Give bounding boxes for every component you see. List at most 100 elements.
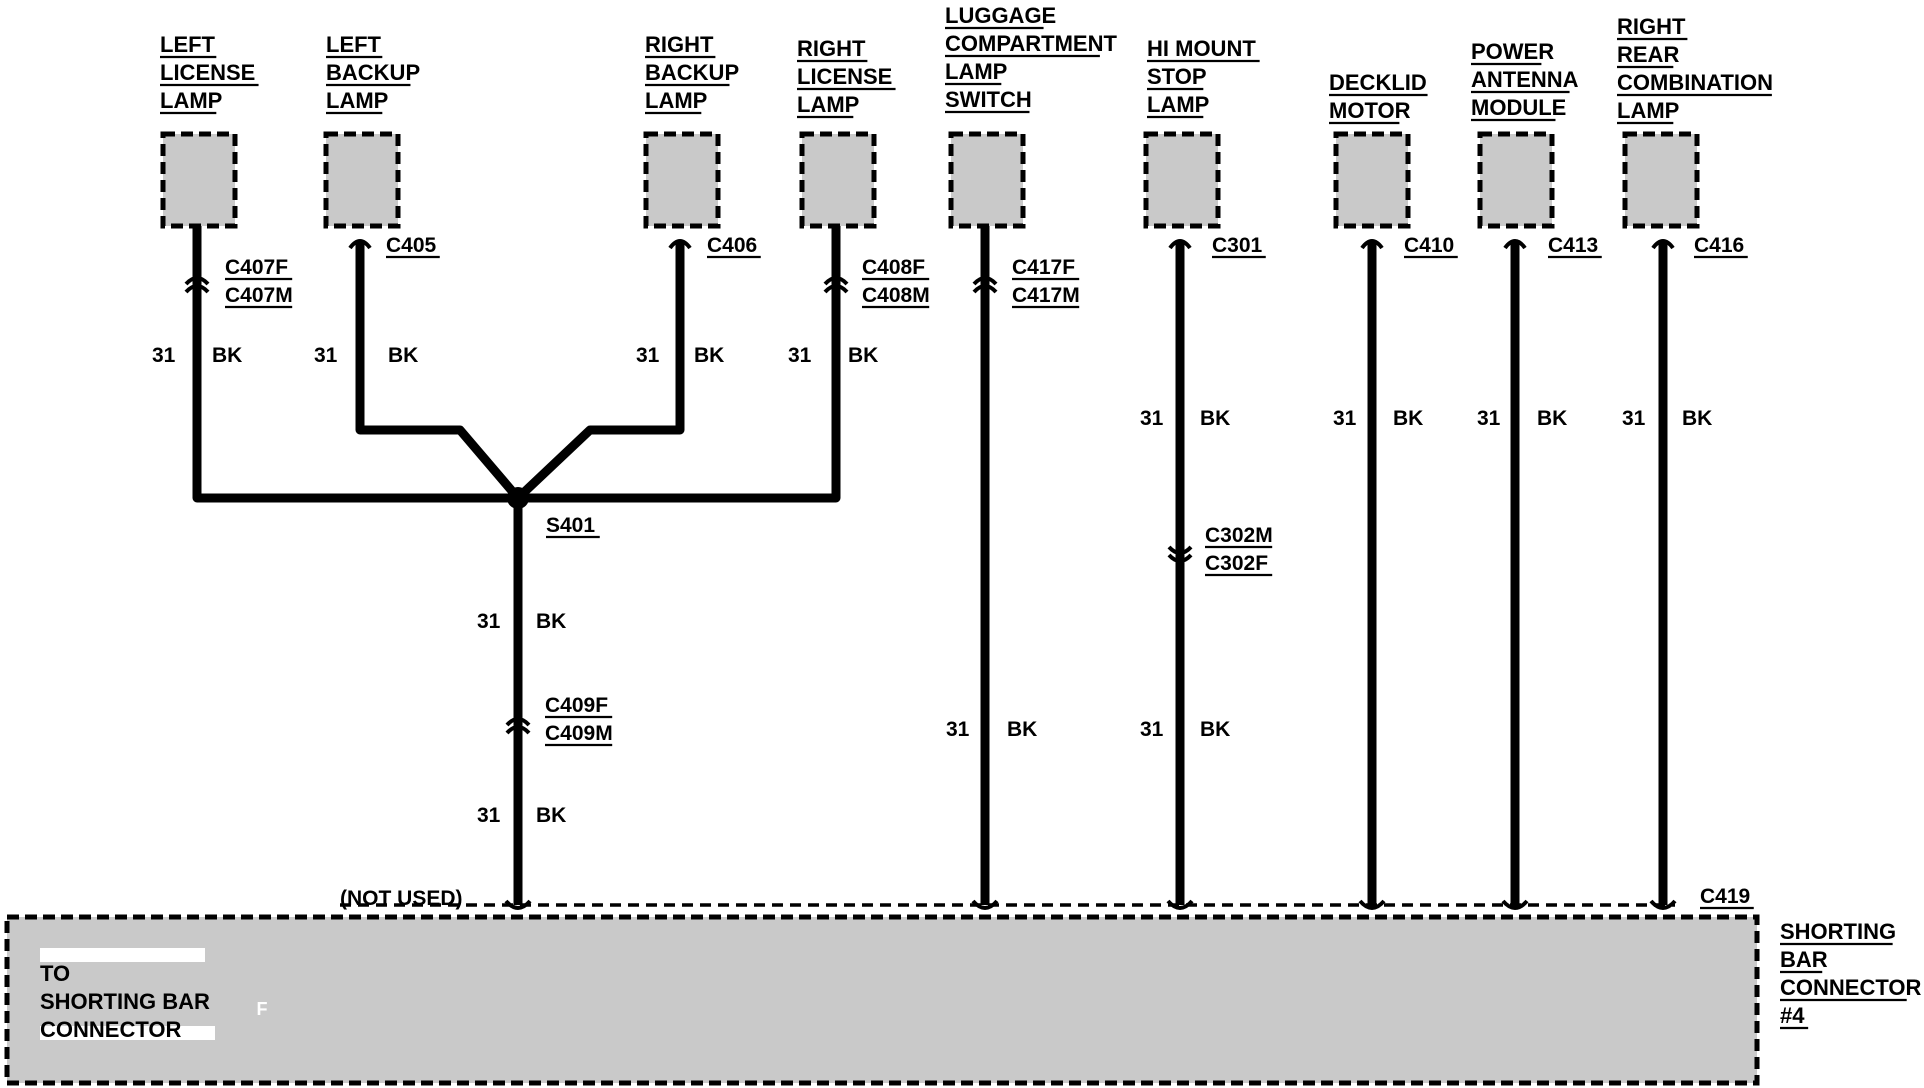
luggage-compartment-lamp-switch-connector-label: C417F bbox=[1012, 256, 1075, 279]
c419-label: C419 bbox=[1700, 885, 1750, 908]
power-antenna-module-label: MODULE bbox=[1471, 95, 1566, 120]
shorting-bar-label: BAR bbox=[1780, 947, 1828, 972]
right-rear-combination-lamp-connector-label: C416 bbox=[1694, 234, 1744, 257]
component-boxes bbox=[4, 131, 1760, 1086]
splice-label: S401 bbox=[546, 514, 595, 537]
hi-mount-stop-lamp-color-label: BK bbox=[1200, 407, 1230, 430]
hi-mount-inline-connector-label: C302M bbox=[1205, 524, 1273, 547]
luggage-compartment-lamp-switch-label: COMPARTMENT bbox=[945, 31, 1117, 56]
hi-mount-stop-lamp-box bbox=[1143, 131, 1221, 229]
shorting-bar-box bbox=[4, 914, 1760, 1086]
shorting-bar-label: SHORTING bbox=[1780, 919, 1896, 944]
left-license-lamp-wire bbox=[192, 226, 518, 503]
right-backup-lamp-wire bbox=[514, 240, 685, 502]
right-license-lamp-box bbox=[799, 131, 877, 229]
bus-join bbox=[1649, 899, 1677, 910]
right-rear-combination-lamp-label: LAMP bbox=[1617, 98, 1679, 123]
hi-mount-stop-lamp-label: HI MOUNT bbox=[1147, 36, 1256, 61]
right-rear-combination-lamp-circuit-label: 31 bbox=[1622, 407, 1646, 430]
hi-mount-stop-lamp-label: LAMP bbox=[1147, 92, 1209, 117]
left-backup-lamp-box bbox=[323, 131, 401, 229]
luggage-compartment-lamp-switch-label: SWITCH bbox=[945, 87, 1032, 112]
trunk-color-label: BK bbox=[536, 804, 566, 827]
decklid-motor-label: DECKLID bbox=[1329, 70, 1427, 95]
right-rear-combination-lamp-label: REAR bbox=[1617, 42, 1679, 67]
right-license-lamp-label: LAMP bbox=[797, 92, 859, 117]
power-antenna-module-box bbox=[1477, 131, 1555, 229]
decklid-motor-label: MOTOR bbox=[1329, 98, 1411, 123]
right-backup-lamp-color-label: BK bbox=[694, 344, 724, 367]
right-backup-lamp-label: RIGHT bbox=[645, 32, 714, 57]
right-rear-combination-lamp-box bbox=[1622, 131, 1700, 229]
bus-join bbox=[1166, 899, 1194, 910]
power-antenna-module-connector-label: C413 bbox=[1548, 234, 1598, 257]
left-backup-lamp-label: LAMP bbox=[326, 88, 388, 113]
power-antenna-module-circuit-label: 31 bbox=[1477, 407, 1501, 430]
decklid-motor-color-label: BK bbox=[1393, 407, 1423, 430]
bus-join bbox=[1501, 899, 1529, 910]
decklid-motor-connector-label: C410 bbox=[1404, 234, 1454, 257]
hi-mount-stop-lamp-circuit-label: 31 bbox=[1140, 407, 1164, 430]
right-backup-lamp-connector-label: C406 bbox=[707, 234, 757, 257]
trunk-connector-label: C409M bbox=[545, 722, 613, 745]
to-shorting-bar-label: CONNECTOR bbox=[40, 1017, 181, 1042]
bus-join bbox=[504, 899, 532, 910]
left-license-lamp-connector-label: C407F bbox=[225, 256, 288, 279]
left-backup-lamp-color-label: BK bbox=[388, 344, 418, 367]
decklid-motor-circuit-label: 31 bbox=[1333, 407, 1357, 430]
right-license-lamp-label: LICENSE bbox=[797, 64, 892, 89]
trunk-connector-label: C409F bbox=[545, 694, 608, 717]
left-license-lamp-box bbox=[160, 131, 238, 229]
left-backup-lamp-label: BACKUP bbox=[326, 60, 420, 85]
left-license-lamp-color-label: BK bbox=[212, 344, 242, 367]
label-patch bbox=[40, 948, 205, 962]
decklid-motor-box bbox=[1333, 131, 1411, 229]
left-license-lamp-label: LAMP bbox=[160, 88, 222, 113]
right-license-lamp-connector-label: C408M bbox=[862, 284, 930, 307]
left-license-lamp-label: LEFT bbox=[160, 32, 216, 57]
left-license-lamp-circuit-label: 31 bbox=[152, 344, 176, 367]
left-backup-lamp-connector-label: C405 bbox=[386, 234, 437, 257]
luggage-compartment-lamp-switch-connector-label: C417M bbox=[1012, 284, 1080, 307]
luggage-compartment-lamp-switch-label: LAMP bbox=[945, 59, 1007, 84]
shorting-bar-label: CONNECTOR bbox=[1780, 975, 1921, 1000]
hi-mount-stop-lamp-connector-label: C301 bbox=[1212, 234, 1263, 257]
right-rear-combination-lamp-label: RIGHT bbox=[1617, 14, 1686, 39]
pin-f-label: F bbox=[257, 999, 268, 1019]
to-shorting-bar-label: SHORTING BAR bbox=[40, 989, 210, 1014]
hi-mount-stop-lamp-circuit-label: 31 bbox=[1140, 718, 1164, 741]
trunk-inline-connector bbox=[505, 725, 531, 735]
label-patch bbox=[40, 1026, 215, 1040]
not-used-label: (NOT USED) bbox=[340, 887, 463, 910]
bus-join bbox=[1358, 899, 1386, 910]
right-license-lamp-color-label: BK bbox=[848, 344, 878, 367]
left-license-lamp-connector-label: C407M bbox=[225, 284, 293, 307]
luggage-compartment-lamp-switch-box bbox=[948, 131, 1026, 229]
trunk-circuit-label: 31 bbox=[477, 804, 501, 827]
left-license-lamp-label: LICENSE bbox=[160, 60, 255, 85]
bus-join bbox=[971, 899, 999, 910]
left-backup-lamp-circuit-label: 31 bbox=[314, 344, 338, 367]
hi-mount-inline-connector bbox=[1167, 545, 1193, 555]
right-backup-lamp-circuit-label: 31 bbox=[636, 344, 660, 367]
to-shorting-bar-label: TO bbox=[40, 961, 70, 986]
left-backup-lamp-label: LEFT bbox=[326, 32, 382, 57]
shorting-bar-label: #4 bbox=[1780, 1003, 1805, 1028]
power-antenna-module-color-label: BK bbox=[1537, 407, 1567, 430]
right-rear-combination-lamp-label: COMBINATION bbox=[1617, 70, 1773, 95]
right-rear-combination-lamp-color-label: BK bbox=[1682, 407, 1712, 430]
hi-mount-inline-connector bbox=[1167, 553, 1193, 563]
luggage-compartment-lamp-switch-color-label: BK bbox=[1007, 718, 1037, 741]
power-antenna-module-label: ANTENNA bbox=[1471, 67, 1579, 92]
hi-mount-stop-lamp-color-label: BK bbox=[1200, 718, 1230, 741]
right-license-lamp-label: RIGHT bbox=[797, 36, 866, 61]
right-backup-lamp-label: LAMP bbox=[645, 88, 707, 113]
right-backup-lamp-box bbox=[643, 131, 721, 229]
right-license-lamp-circuit-label: 31 bbox=[788, 344, 812, 367]
left-backup-lamp-wire bbox=[355, 240, 522, 501]
hi-mount-inline-connector-label: C302F bbox=[1205, 552, 1268, 575]
right-license-lamp-connector-label: C408F bbox=[862, 256, 925, 279]
luggage-compartment-lamp-switch-circuit-label: 31 bbox=[946, 718, 970, 741]
